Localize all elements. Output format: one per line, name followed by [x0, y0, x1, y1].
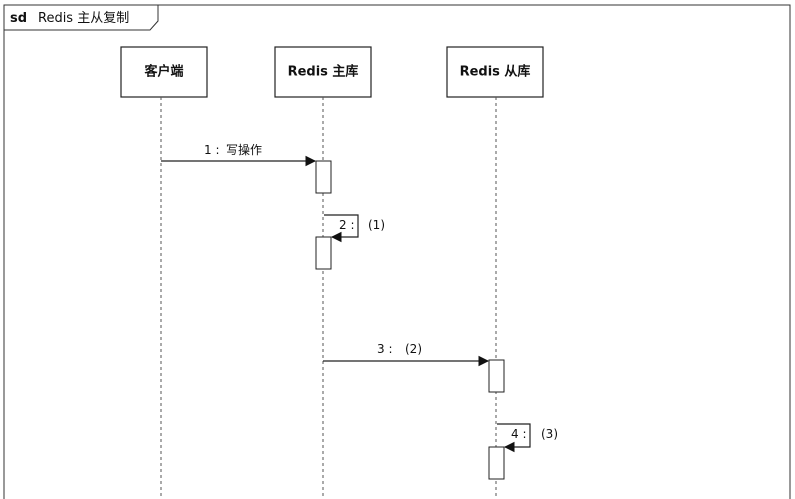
participant-box-client: [120, 46, 208, 98]
message-text-1: 写操作: [226, 142, 262, 157]
activation-master-1: [315, 160, 332, 194]
diagram-frame: [3, 4, 791, 499]
message-arrow-4: [497, 423, 531, 453]
participant-box-master: [274, 46, 372, 98]
message-text-3: (2): [405, 342, 422, 356]
participant-box-slave: [446, 46, 544, 98]
message-number-1: 1 :: [204, 143, 220, 157]
participant-label-slave: Redis 从库: [460, 64, 531, 80]
message-arrow-2: [324, 214, 359, 243]
participant-label-master: Redis 主库: [288, 64, 359, 80]
message-number-4: 4 :: [511, 427, 527, 441]
frame-keyword: sd: [10, 11, 27, 26]
message-number-3: 3 :: [377, 342, 393, 356]
message-text-4: (3): [541, 427, 558, 441]
activation-master-2: [315, 236, 332, 270]
activation-slave-2: [488, 446, 505, 480]
frame-tab: [4, 5, 159, 31]
frame-title: Redis 主从复制: [38, 11, 129, 26]
activation-slave-1: [488, 359, 505, 393]
message-text-2: (1): [368, 218, 385, 232]
participant-label-client: 客户端: [144, 64, 183, 80]
message-number-2: 2 :: [339, 218, 355, 232]
